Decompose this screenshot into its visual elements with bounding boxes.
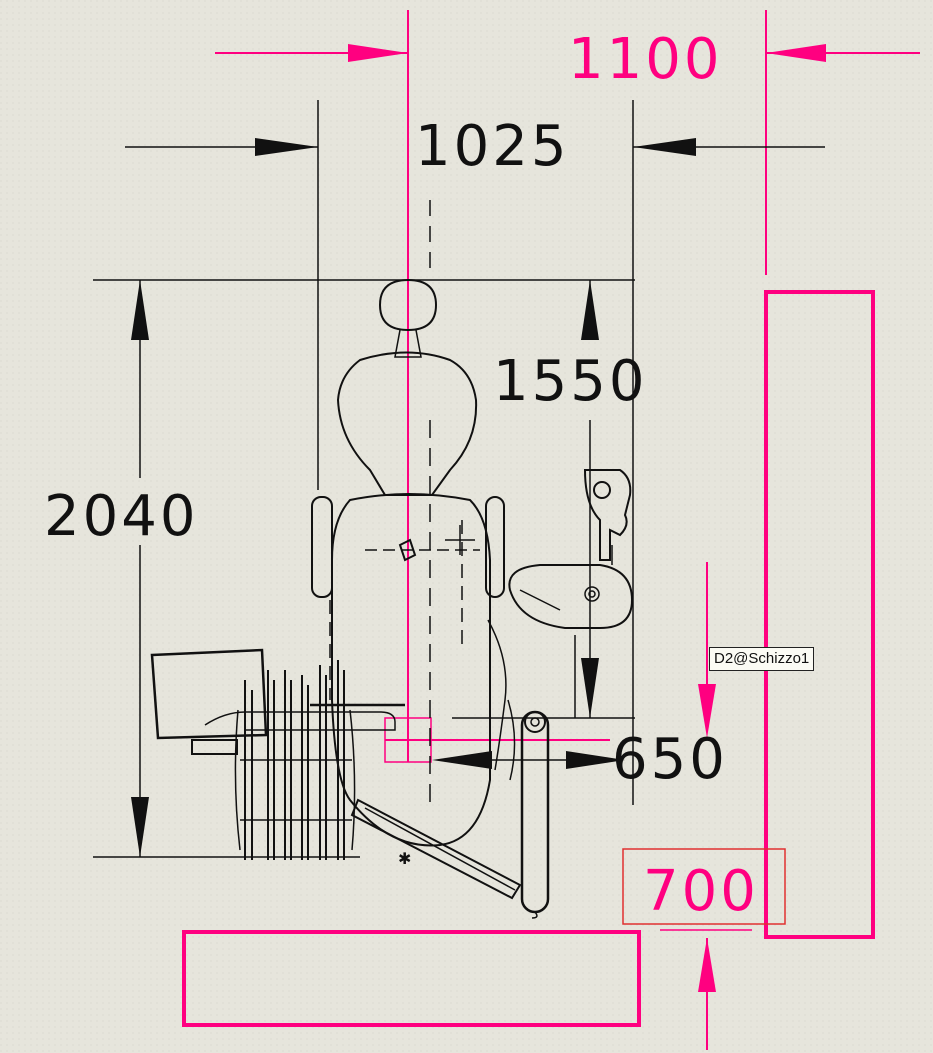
dental-chair xyxy=(311,200,516,847)
dimension-arrowheads xyxy=(131,138,696,857)
cabinet-rectangle[interactable] xyxy=(764,290,875,939)
svg-text:✱: ✱ xyxy=(398,851,411,868)
dimension-650-label[interactable]: 650 xyxy=(612,727,728,792)
sketch-dimension-tooltip: D2@Schizzo1 xyxy=(709,647,815,671)
delivery-unit: ✱ xyxy=(150,648,522,900)
dimension-2040-label[interactable]: 2040 xyxy=(44,484,199,549)
bench-rectangle[interactable] xyxy=(182,930,641,1027)
dimension-1025-label[interactable]: 1025 xyxy=(415,114,570,179)
dimension-700-label[interactable]: 700 xyxy=(643,859,759,924)
dimension-1550-label[interactable]: 1550 xyxy=(493,349,648,414)
dimension-1100-label[interactable]: 1100 xyxy=(568,27,723,92)
selected-dimension-box xyxy=(622,848,786,925)
room-layout-sketch xyxy=(182,10,920,1050)
assistant-arm xyxy=(508,469,634,919)
magenta-arrowheads xyxy=(348,44,826,992)
